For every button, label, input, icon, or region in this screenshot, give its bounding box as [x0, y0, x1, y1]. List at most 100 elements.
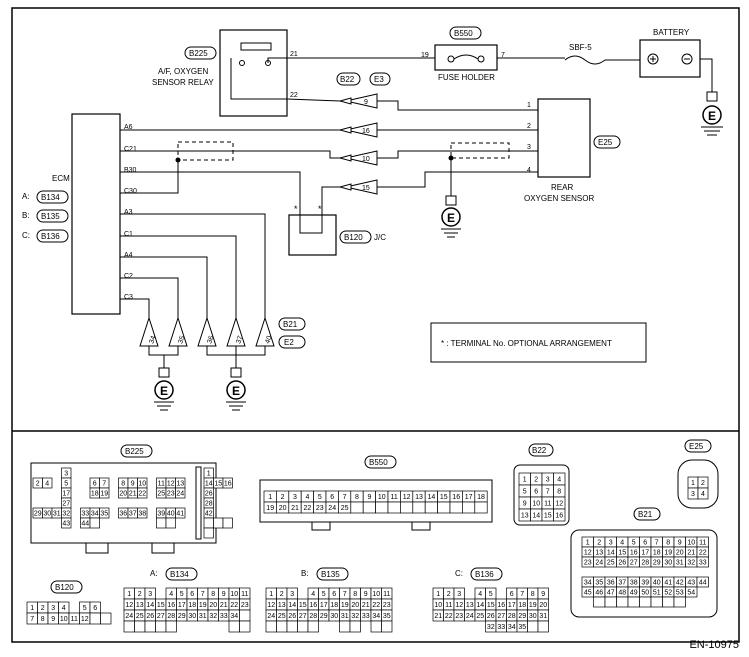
relay-title-1: A/F, OXYGEN	[158, 67, 208, 76]
pin-number: 5	[523, 489, 527, 496]
pin-number: 18	[518, 602, 526, 609]
pin-number: 5	[83, 605, 87, 612]
pin-number: 17	[62, 491, 70, 498]
pin-number: 29	[320, 613, 328, 620]
pin-number: 1	[268, 494, 272, 501]
pin-number: 11	[391, 494, 398, 501]
pin-number: 22	[138, 491, 146, 498]
pin-number: 34	[230, 613, 238, 620]
ground-conn-code-badge	[278, 335, 306, 349]
pin-cell	[593, 596, 606, 608]
pin-number: 30	[529, 613, 537, 620]
pin-number: 18	[653, 550, 661, 557]
pin-number: 24	[466, 613, 474, 620]
pin-number: 38	[138, 511, 146, 518]
pin-number: 16	[497, 602, 505, 609]
fuse-holder-code: B550	[454, 29, 473, 38]
pin-number: 23	[167, 491, 175, 498]
pin-number: 33	[497, 624, 505, 631]
pin-cell	[339, 620, 351, 633]
pin-number: 19	[341, 602, 349, 609]
pin-cell	[265, 620, 277, 633]
pin-cell	[203, 517, 214, 529]
pin-cell	[553, 508, 566, 522]
pin-number: 19	[100, 491, 108, 498]
pin-number: 22	[304, 505, 312, 512]
pin-number: 39	[157, 511, 165, 518]
pin-number: 34	[584, 580, 592, 587]
pin-number: 7	[655, 540, 659, 547]
inline-conn-code-2: E3	[374, 75, 384, 84]
pin-number: 18	[330, 602, 338, 609]
pin-number: 12	[455, 602, 463, 609]
pin-number: 21	[291, 505, 299, 512]
pin-cell	[527, 620, 539, 633]
ecm-pin-label: C21	[124, 146, 137, 153]
pin-number: 32	[687, 560, 695, 567]
pin-number: 7	[546, 489, 550, 496]
relay-pin-22: 22	[290, 92, 298, 99]
pin-number: 43	[687, 580, 695, 587]
pin-number: 10	[434, 602, 442, 609]
pin-number: 50	[641, 590, 649, 597]
pin-number: 22	[699, 550, 707, 557]
pin-number: 4	[478, 591, 482, 598]
connector-prefix: B:	[301, 569, 309, 578]
pin-number: 35	[383, 613, 391, 620]
pin-number: 9	[523, 501, 527, 508]
pin-number: 28	[641, 560, 649, 567]
pin-number: 3	[290, 591, 294, 598]
wire-battery-ground	[700, 58, 713, 92]
pin-number: 25	[278, 613, 286, 620]
ground-pin-label: 36	[206, 335, 215, 345]
pin-number: 22	[372, 602, 380, 609]
pin-number: 31	[341, 613, 349, 620]
pin-number: 10	[372, 591, 380, 598]
pin-cell	[370, 620, 382, 633]
ecm-pin-label: C3	[124, 294, 133, 301]
jc-star: *	[318, 204, 322, 214]
pin-number: 44	[81, 521, 89, 528]
sbf-fuse-icon	[564, 55, 606, 65]
pin-number: 1	[586, 540, 590, 547]
pin-cell	[89, 517, 100, 529]
pin-number: 8	[211, 591, 215, 598]
pin-number: 29	[178, 613, 186, 620]
ground-conn-code-1: B21	[283, 320, 298, 329]
pin-number: 26	[288, 613, 296, 620]
pin-number: 7	[30, 616, 34, 623]
pin-number: 15	[544, 513, 552, 520]
pin-number: 6	[332, 591, 336, 598]
pin-cell	[462, 501, 476, 514]
ground-ecm-1: E	[154, 367, 174, 411]
pin-cell	[650, 596, 663, 608]
pin-number: 9	[51, 616, 55, 623]
pin-number: 29	[34, 511, 42, 518]
pin-number: 32	[351, 613, 359, 620]
pin-number: 3	[64, 471, 68, 478]
pin-number: 6	[510, 591, 514, 598]
pin-number: 2	[280, 591, 284, 598]
pin-number: 20	[676, 550, 684, 557]
pin-number: 2	[534, 477, 538, 484]
pin-number: 37	[618, 580, 626, 587]
pin-number: 26	[487, 613, 495, 620]
rear-sensor-pin: 3	[527, 144, 531, 151]
pin-number: 7	[201, 591, 205, 598]
connector-code: B134	[170, 570, 189, 579]
pin-number: 8	[41, 616, 45, 623]
pin-number: 26	[146, 613, 154, 620]
pin-number: 41	[176, 511, 184, 518]
pin-number: 42	[205, 511, 213, 518]
pin-number: 14	[476, 602, 484, 609]
pin-cell	[123, 620, 135, 633]
pin-number: 46	[595, 590, 603, 597]
pin-cell	[222, 517, 233, 529]
